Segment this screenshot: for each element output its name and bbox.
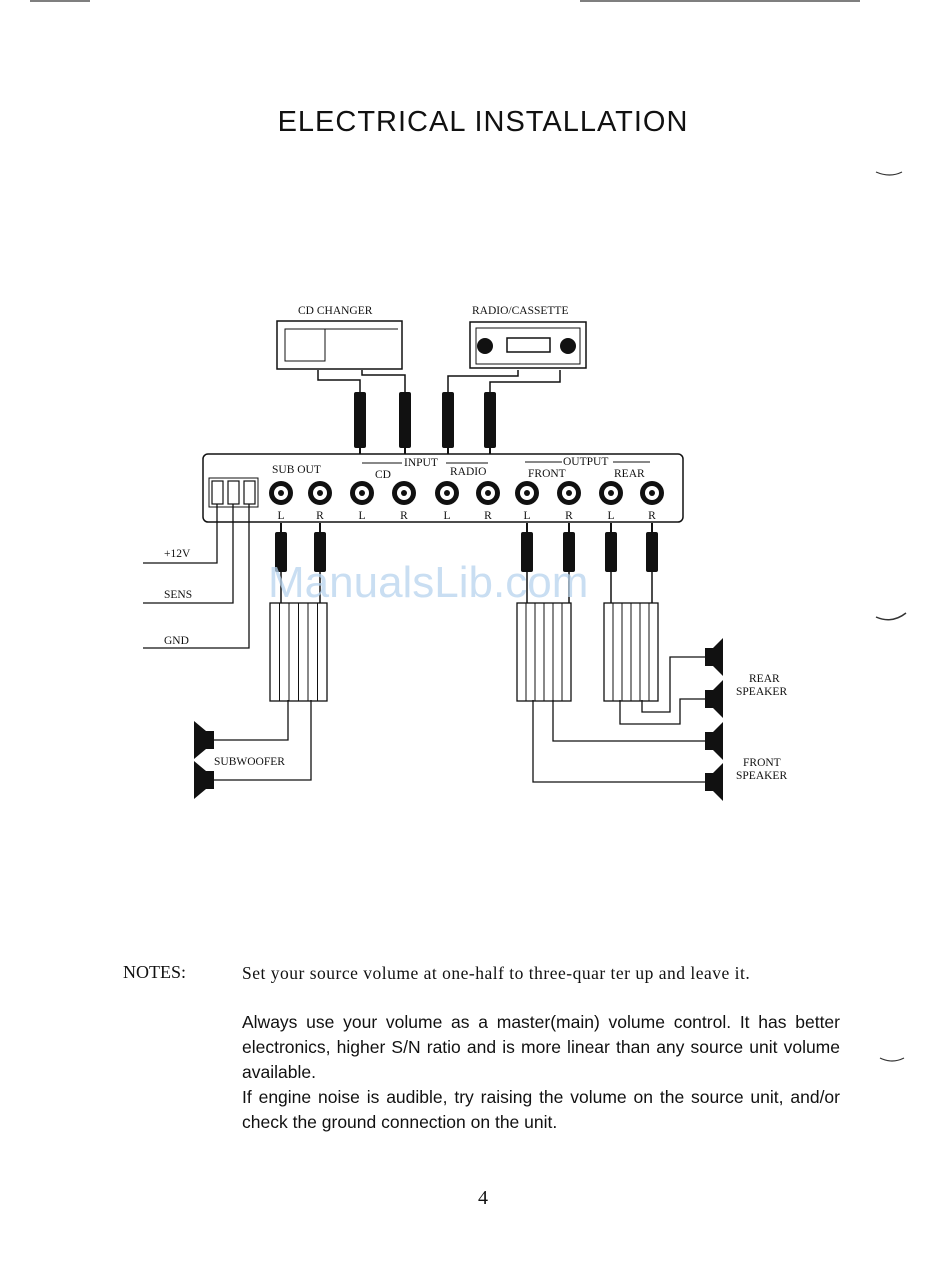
input-label: INPUT (404, 457, 438, 469)
channel-label: L (277, 510, 284, 522)
rca-plugs-output (275, 523, 658, 603)
front-label: FRONT (528, 468, 566, 480)
channel-label: L (607, 510, 614, 522)
channel-labels: L R L R L R L R L R (277, 510, 656, 522)
radio-label: RADIO (450, 466, 486, 478)
cd-changer-label: CD CHANGER (298, 305, 373, 317)
knob-icon (560, 338, 576, 354)
knob-icon (477, 338, 493, 354)
speaker-icon (194, 721, 214, 759)
tape-slot (506, 337, 551, 353)
cd-changer: CD CHANGER (276, 305, 403, 370)
amplifiers (269, 602, 659, 702)
rca-plug (646, 523, 658, 603)
front-speakers: FRONT SPEAKER (705, 722, 787, 801)
note-item: If engine noise is audible, try raising … (242, 1087, 840, 1132)
watermark: ManualsLib.com (268, 558, 588, 607)
radio-cassette: RADIO/CASSETTE (469, 305, 587, 369)
rca-jacks (269, 481, 664, 505)
rca-plug (521, 523, 533, 603)
rca-jack-icon (476, 481, 500, 505)
radio-cassette-label: RADIO/CASSETTE (472, 305, 568, 317)
note-item: Always use your volume as a master(main)… (242, 1012, 840, 1082)
rca-plug (275, 523, 287, 603)
margin-mark (875, 171, 903, 176)
speaker-icon (705, 722, 723, 760)
page-number: 4 (478, 1187, 488, 1209)
amplifier-block (269, 602, 328, 702)
channel-label: R (400, 510, 408, 522)
channel-label: L (443, 510, 450, 522)
margin-mark (875, 612, 907, 621)
power-terminal (243, 480, 256, 505)
rca-plug (563, 523, 575, 603)
rca-jack-icon (515, 481, 539, 505)
rca-jack-icon (640, 481, 664, 505)
rear-speaker-label: REAR (749, 673, 780, 685)
subwoofer-label: SUBWOOFER (214, 756, 285, 768)
power-label-gnd: GND (164, 635, 189, 647)
speaker-wires (214, 656, 705, 783)
rca-plug (314, 523, 326, 603)
rca-jack-icon (599, 481, 623, 505)
cd-label: CD (375, 469, 391, 481)
speaker-icon (705, 638, 723, 676)
output-label: OUTPUT (563, 456, 608, 468)
rca-plugs-top (354, 392, 496, 462)
channel-label: R (484, 510, 492, 522)
rear-label: REAR (614, 468, 645, 480)
channel-label: L (523, 510, 530, 522)
front-speaker-label: SPEAKER (736, 770, 787, 782)
power-terminal (227, 480, 240, 505)
sub-out-label: SUB OUT (272, 464, 321, 476)
speaker-icon (194, 761, 214, 799)
power-label-12v: +12V (164, 548, 191, 560)
margin-mark (879, 1057, 905, 1062)
rca-jack-icon (392, 481, 416, 505)
notes-label: NOTES: (123, 962, 186, 982)
front-speaker-label: FRONT (743, 757, 781, 769)
rca-jack-icon (435, 481, 459, 505)
amplifier-block (516, 602, 572, 702)
channel-label: R (316, 510, 324, 522)
speaker-icon (705, 763, 723, 801)
rear-speaker-label: SPEAKER (736, 686, 787, 698)
power-label-sens: SENS (164, 589, 192, 601)
main-unit: SUB OUT INPUT CD RADIO OUTPUT FRONT REAR… (202, 453, 684, 523)
rca-jack-icon (269, 481, 293, 505)
speaker-icon (705, 680, 723, 718)
channel-label: R (565, 510, 573, 522)
note-item: Set your source volume at one-half to th… (242, 963, 751, 983)
rca-jack-icon (350, 481, 374, 505)
rca-jack-icon (557, 481, 581, 505)
power-wires (143, 504, 250, 649)
rca-jack-icon (308, 481, 332, 505)
rear-speakers: REAR SPEAKER (705, 638, 787, 718)
amplifier-block (603, 602, 659, 702)
rca-plug (605, 523, 617, 603)
page-title: ELECTRICAL INSTALLATION (277, 106, 689, 138)
channel-label: R (648, 510, 656, 522)
subwoofer-speakers: SUBWOOFER (194, 721, 285, 799)
channel-label: L (358, 510, 365, 522)
power-terminal (211, 480, 224, 505)
source-cables (317, 370, 561, 392)
